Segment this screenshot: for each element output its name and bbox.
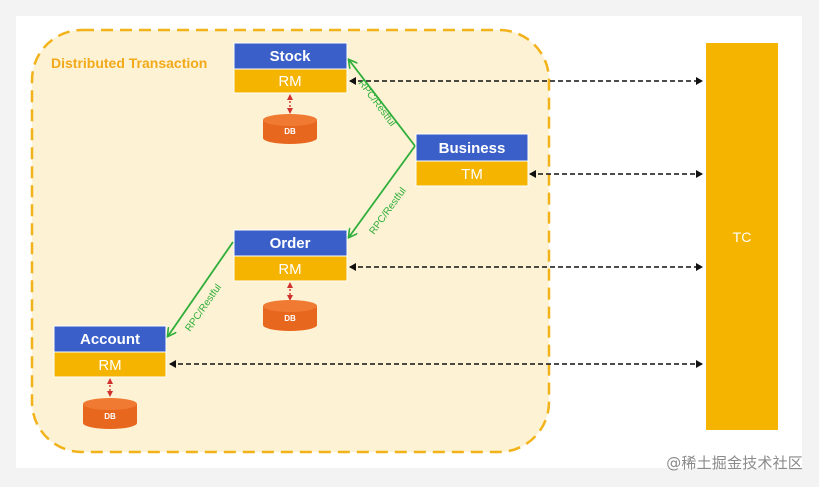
order-account-rpc-arrow: [168, 241, 234, 336]
account-rm-box: [53, 351, 167, 378]
tc-bar: [706, 43, 778, 430]
tc-label: TC: [733, 229, 752, 245]
account-name: Account: [80, 331, 140, 348]
order-name: Order: [270, 235, 311, 252]
order-header: [233, 229, 348, 257]
group-label: Distributed Transaction: [51, 55, 207, 71]
order-service: Order RM DB: [233, 229, 348, 331]
business-tm-box: [415, 160, 529, 187]
account-role: RM: [98, 357, 121, 374]
watermark: @稀土掘金技术社区: [666, 454, 803, 472]
account-header: [53, 325, 167, 353]
account-db-label: DB: [104, 412, 116, 421]
business-name: Business: [439, 140, 506, 157]
stock-service: Stock RM DB: [233, 42, 348, 144]
order-db-icon: DB: [263, 300, 317, 331]
business-order-rpc-arrow: [349, 145, 416, 237]
business-stock-rpc-arrow: [349, 60, 416, 147]
stock-rm-box: [233, 68, 348, 94]
business-role: TM: [461, 166, 483, 183]
stock-db-icon: DB: [263, 114, 317, 144]
order-rm-box: [233, 255, 348, 282]
business-service: Business TM: [415, 133, 529, 187]
stock-db-label: DB: [284, 127, 296, 136]
account-db-icon: DB: [83, 398, 137, 429]
stock-role: RM: [278, 73, 301, 90]
stock-name: Stock: [270, 48, 312, 65]
order-role: RM: [278, 261, 301, 278]
order-db-label: DB: [284, 314, 296, 323]
stock-header: [233, 42, 348, 70]
business-header: [415, 133, 529, 162]
account-service: Account RM DB: [53, 325, 167, 429]
